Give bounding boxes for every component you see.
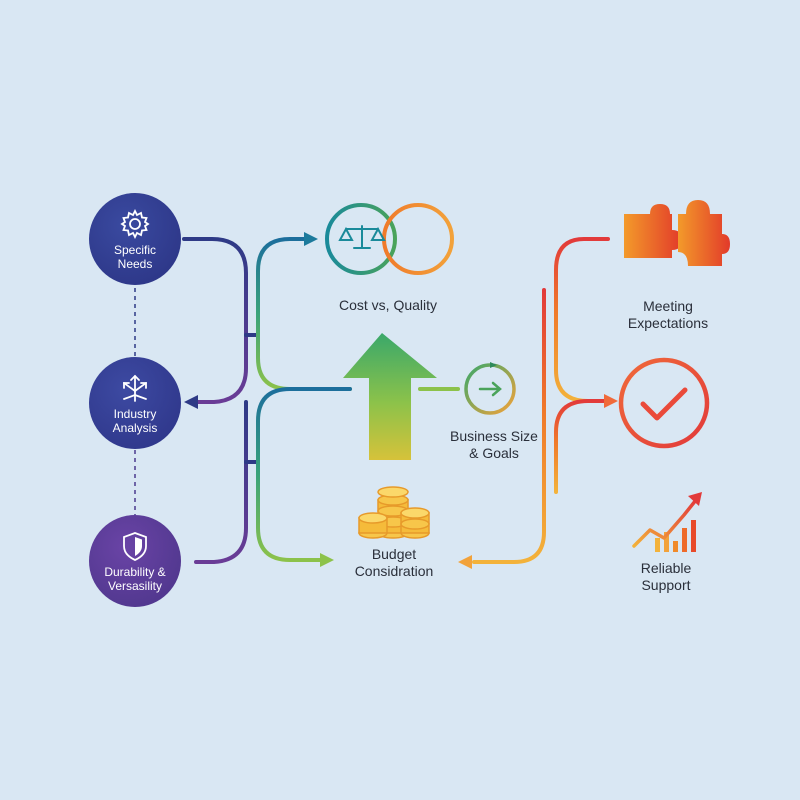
durability-line1: Durability & bbox=[104, 565, 166, 579]
arrow-circle-icon bbox=[464, 362, 516, 415]
arrow-to-check-icon bbox=[604, 394, 618, 408]
checkmark-icon bbox=[618, 357, 710, 449]
left-bracket-connector bbox=[182, 237, 258, 564]
support-line1: Reliable bbox=[640, 560, 692, 576]
support-line2: Support bbox=[641, 577, 691, 593]
business-size-line2: & Goals bbox=[469, 445, 519, 461]
right-bracket-connector bbox=[472, 237, 610, 564]
business-size-label: Business Size & Goals bbox=[440, 428, 548, 462]
puzzle-icon bbox=[624, 200, 730, 266]
durability-node[interactable]: Durability & Versasility bbox=[89, 515, 181, 607]
growth-chart-icon bbox=[632, 492, 702, 552]
industry-analysis-line2: Analysis bbox=[112, 421, 158, 435]
gear-icon bbox=[120, 208, 150, 240]
budget-label: Budget Considration bbox=[338, 546, 450, 580]
middle-bracket-connector bbox=[256, 237, 460, 562]
meeting-line1: Meeting bbox=[643, 298, 693, 314]
arrow-to-budget-icon bbox=[320, 553, 334, 567]
specific-needs-line1: Specific bbox=[113, 243, 157, 257]
durability-line2: Versasility bbox=[107, 579, 163, 593]
industry-analysis-node[interactable]: Industry Analysis bbox=[89, 357, 181, 449]
budget-line1: Budget bbox=[371, 546, 417, 562]
arrow-to-industry-icon bbox=[184, 395, 198, 409]
arrow-to-cost-quality-icon bbox=[304, 232, 318, 246]
cost-quality-label: Cost vs, Quality bbox=[338, 297, 438, 313]
meeting-expectations-label: Meeting Expectations bbox=[610, 298, 726, 332]
specific-needs-line2: Needs bbox=[117, 257, 153, 271]
industry-analysis-line1: Industry bbox=[113, 407, 157, 421]
specific-needs-node[interactable]: Specific Needs bbox=[89, 193, 181, 285]
budget-line2: Considration bbox=[354, 563, 434, 579]
coins-icon bbox=[358, 486, 430, 539]
shield-icon bbox=[123, 532, 147, 561]
branching-arrows-icon bbox=[123, 374, 147, 402]
arrow-to-budget-right-icon bbox=[458, 555, 472, 569]
meeting-line2: Expectations bbox=[627, 315, 709, 331]
business-size-line1: Business Size bbox=[450, 428, 538, 444]
up-arrow-icon bbox=[343, 333, 437, 460]
reliable-support-label: Reliable Support bbox=[620, 560, 712, 594]
scales-icon bbox=[325, 203, 454, 275]
